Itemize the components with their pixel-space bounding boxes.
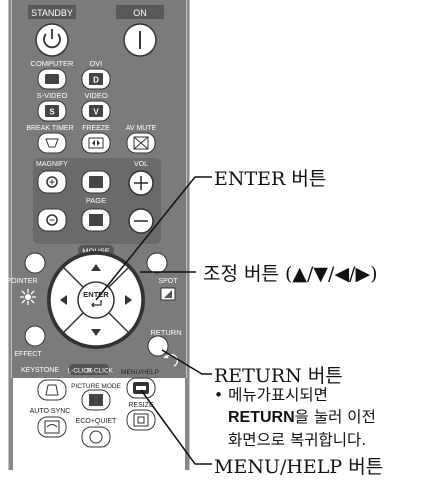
dvi-key: D [93,76,99,85]
power-icon [43,33,61,49]
av-mute-button[interactable] [126,132,156,154]
page-label: PAGE [86,196,106,205]
left-button[interactable] [60,295,67,305]
auto-sync-icon [44,420,60,434]
effect-label: EFFECT [14,351,42,358]
r-click-label: R-CLICK [87,368,114,375]
return-icon [163,354,178,367]
return-note-line2: RETURN을 눌러 이전 [214,406,376,429]
leader-lines [95,176,212,465]
spot-label: SPOT [158,278,178,285]
keystone-label: KEYSTONE [21,367,59,374]
magnify-label: MAGNIFY [36,161,68,168]
adjust-buttons-callout-text: 조정 버튼 (▲/▼/◀/▶) [203,263,378,285]
computer-label: COMPUTER [31,59,75,68]
enter-label: ENTER [83,290,109,299]
cup-icon [45,138,59,148]
magnify-minus-icon [46,214,58,226]
click-label-bg [69,364,109,375]
eco-quiet-button[interactable] [81,426,111,448]
magnify-plus-icon [46,176,58,188]
return-button[interactable] [147,335,169,357]
dvi-label: DVI [90,59,103,68]
leader-enter [95,176,212,301]
eco-icon [89,430,103,444]
standby-label: STANDBY [31,8,73,18]
av-mute-icon [133,136,149,150]
video-label: VIDEO [84,91,108,100]
freeze-label: FREEZE [82,125,110,132]
enter-button-callout: ENTER 버튼 [214,164,326,191]
return-button-callout: RETURN 버튼 [214,361,343,388]
magnify-minus-button[interactable] [37,208,67,232]
video-button[interactable]: V [81,100,111,122]
av-mute-label: AV MUTE [126,125,157,132]
computer-icon [45,74,59,84]
pointer-icon [20,289,36,305]
video-key: V [93,108,99,117]
leader-return [161,349,212,375]
menu-help-button[interactable] [126,377,156,399]
freeze-button[interactable] [81,132,111,154]
dvi-button[interactable]: D [81,68,111,90]
on-label-bg [116,5,164,19]
return-label: RETURN [150,328,181,337]
picture-mode-label: PICTURE MODE [71,383,122,390]
standby-label-bg [28,5,76,19]
enter-button-callout-text: ENTER 버튼 [214,168,327,190]
l-click-label: L-CLICK [68,368,94,375]
return-button-callout-text: RETURN 버튼 [214,365,343,387]
standby-button[interactable] [35,23,69,57]
break-timer-button[interactable] [37,132,67,154]
keystone-button[interactable] [37,379,67,401]
on-label: ON [133,8,147,18]
pointer-button[interactable] [24,252,46,274]
vol-minus-button[interactable] [128,208,154,234]
picture-mode-icon [89,394,103,406]
vol-label: VOL [134,161,148,168]
return-note-line3: 화면으로 복귀합니다. [228,431,367,449]
remote-body [8,0,190,470]
page-down-button[interactable] [81,208,111,232]
resize-button[interactable] [126,409,156,431]
freeze-icon [88,137,104,149]
menu-help-callout-text: MENU/HELP 버튼 [214,456,384,478]
eco-quiet-label: ECO+QUIET [76,418,117,425]
on-button[interactable] [123,23,157,57]
leader-menu-help [140,389,212,465]
keystone-icon [45,384,59,396]
return-note-line1: • 메뉴가표시되면 [214,386,328,404]
pointer-label: POINTER [6,278,37,285]
svideo-key: S [49,108,55,117]
down-button[interactable] [91,329,101,336]
svideo-label: S-VIDEO [37,91,68,100]
resize-icon [133,413,149,427]
enter-icon [91,300,102,308]
vol-plus-button[interactable] [128,170,154,196]
picture-mode-button[interactable] [81,389,111,411]
page-up-icon [89,176,103,188]
auto-sync-label: AUTO SYNC [30,408,71,415]
return-note: • 메뉴가표시되면 RETURN을 눌러 이전 화면으로 복귀합니다. [214,384,376,451]
spot-button[interactable] [146,252,168,274]
magnify-plus-button[interactable] [37,170,67,194]
auto-sync-button[interactable] [37,416,67,438]
return-note-bold: RETURN [228,409,295,426]
resize-label: RESIZE [128,402,154,409]
svideo-button[interactable]: S [37,100,67,122]
effect-button[interactable] [24,325,46,347]
menu-help-label: MENU/HELP [121,369,159,376]
return-note-line2-rest: 을 눌러 이전 [294,408,376,426]
page-down-icon [89,214,103,226]
page-up-button[interactable] [81,170,111,194]
up-button[interactable] [91,264,101,271]
right-button[interactable] [125,295,132,305]
break-timer-label: BREAK TIMER [26,125,73,132]
menu-help-callout: MENU/HELP 버튼 [214,452,383,479]
computer-button[interactable] [37,68,67,90]
adjust-buttons-callout: 조정 버튼 (▲/▼/◀/▶) [203,259,377,286]
